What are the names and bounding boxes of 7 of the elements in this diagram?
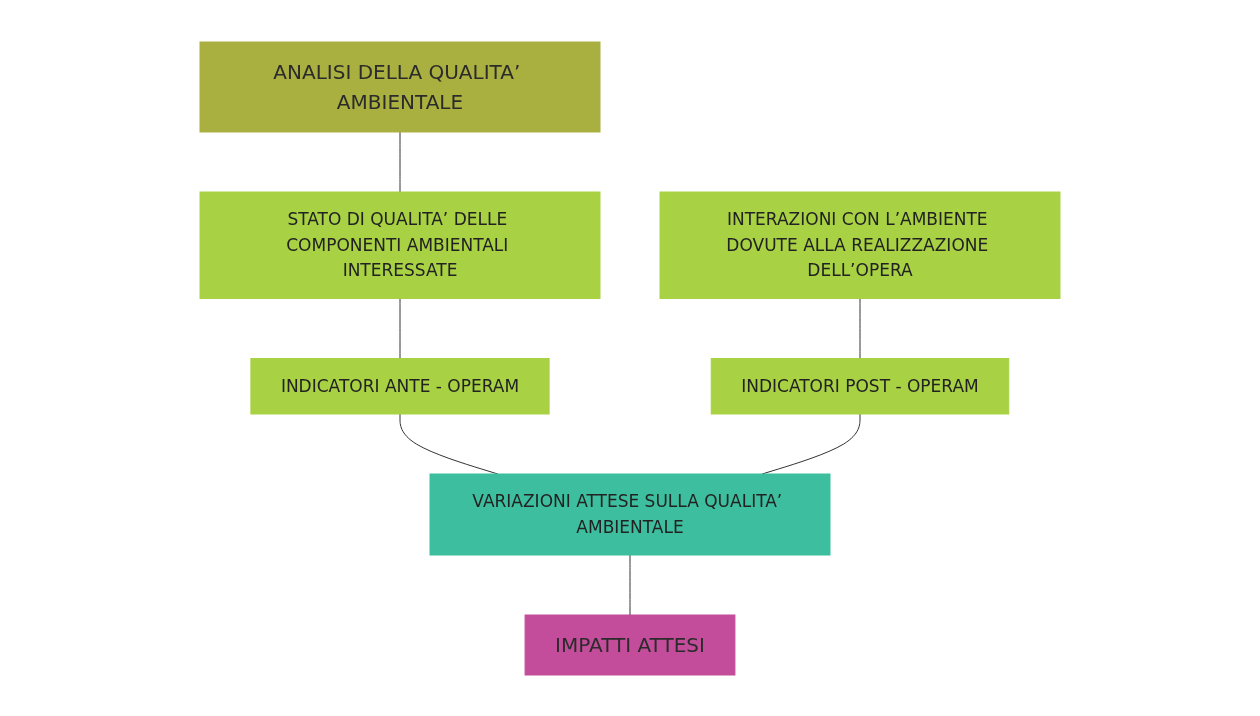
node-box: INDICATORI ANTE - OPERAM [250,357,550,414]
node-box: VARIAZIONI ATTESE SULLA QUALITA’ AMBIENTALE [429,473,831,555]
node-box: INDICATORI POST - OPERAM [710,357,1010,414]
node-box: INTERAZIONI CON L’AMBIENTE DOVUTE ALLA REALIZZAZIONE DELL’OPERA [659,191,1061,299]
node-box: IMPATTI ATTESI [524,614,736,675]
node-box: STATO DI QUALITA’ DELLE COMPONENTI AMBIENTALI INTERESSATE [199,191,601,299]
node-box: ANALISI DELLA QUALITA’ AMBIENTALE [199,41,601,132]
